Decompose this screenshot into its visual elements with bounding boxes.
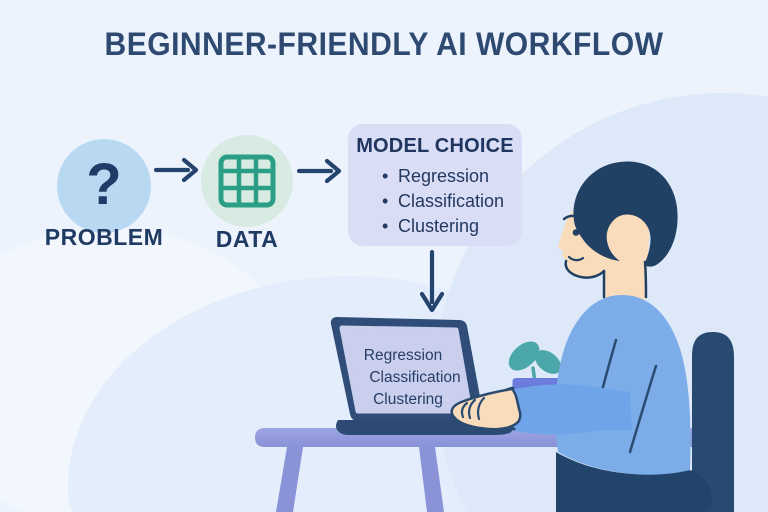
right-arrow-icon	[154, 157, 199, 183]
model-choice-list: Regression Classification Clustering	[348, 164, 522, 239]
person-neck-back-outline	[643, 260, 648, 299]
laptop: Regression Classification Clustering	[330, 317, 514, 435]
plant-leaf-left	[508, 341, 540, 371]
page-title: BEGINNER-FRIENDLY AI WORKFLOW	[104, 26, 664, 62]
laptop-screen-text: Regression Classification Clustering	[364, 347, 461, 408]
laptop-screen-line: Classification	[369, 369, 460, 386]
shirt-seam-right	[628, 364, 658, 454]
down-arrow-icon	[419, 250, 445, 313]
chair	[692, 332, 734, 512]
data-label: DATA	[215, 226, 279, 252]
person-hair	[573, 161, 678, 267]
model-choice-item: Regression	[382, 164, 522, 189]
data-table-icon	[218, 154, 276, 208]
person-eye	[572, 229, 580, 236]
person-lap	[556, 452, 712, 512]
hand-finger-line	[460, 401, 469, 419]
person-hand	[450, 387, 522, 431]
hand-finger-line	[476, 396, 486, 421]
data-node	[201, 135, 293, 227]
person-jaw-outline	[564, 259, 606, 279]
person-smile	[567, 255, 585, 262]
person-arm	[450, 384, 632, 435]
hand-finger-line	[467, 398, 477, 420]
model-choice-item: Clustering	[382, 214, 522, 239]
laptop-screen-line: Clustering	[373, 391, 443, 408]
model-choice-item: Classification	[382, 189, 522, 214]
person	[555, 161, 712, 512]
problem-label: PROBLEM	[44, 224, 164, 250]
person-eyebrow	[562, 214, 582, 221]
laptop-screen-line: Regression	[364, 347, 442, 364]
right-arrow-icon	[297, 158, 342, 184]
desk-leg-right	[419, 447, 444, 512]
arm-sleeve	[489, 384, 632, 435]
desk-leg-left	[276, 447, 303, 512]
model-choice-title: MODEL CHOICE	[356, 135, 514, 157]
question-mark-icon: ?	[86, 151, 122, 217]
model-choice-card: MODEL CHOICE Regression Classification C…	[348, 124, 522, 246]
problem-node: ?	[57, 139, 151, 233]
plant-leaf-right	[534, 350, 562, 374]
